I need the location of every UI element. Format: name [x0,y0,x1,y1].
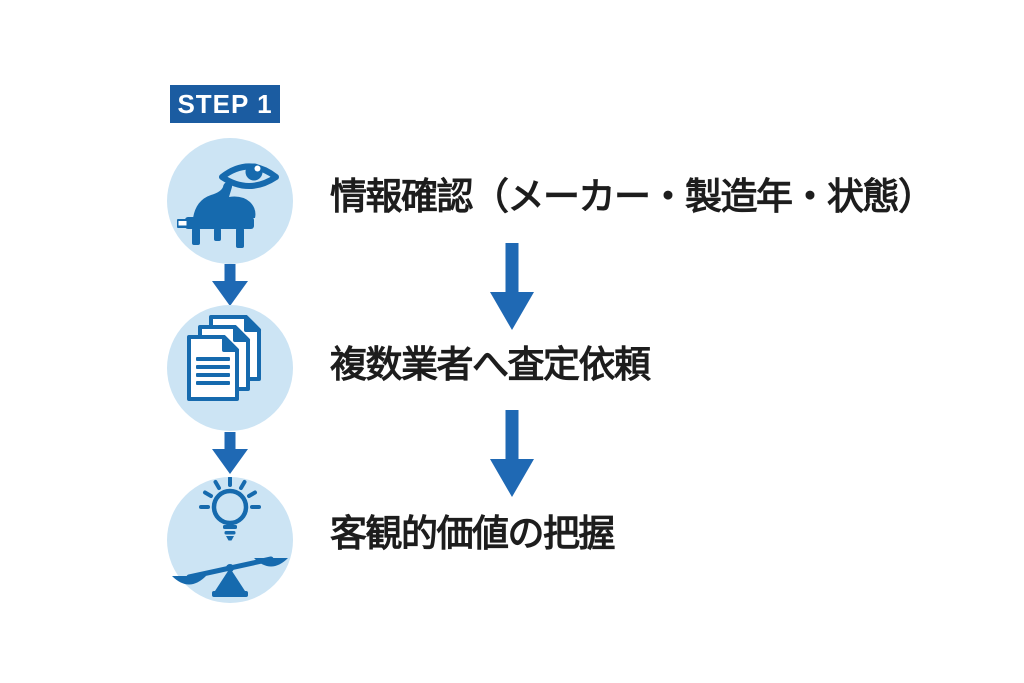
step-label-1: 情報確認（メーカー・製造年・状態） [330,176,935,217]
lightbulb-scale-icon [172,477,288,597]
down-arrow-small-icon-2 [212,432,248,474]
grand-piano-eye-icon [177,163,279,248]
step-icon-circle-1 [167,138,293,264]
step-badge: STEP 1 [170,85,280,123]
down-arrow-large-icon-2 [490,410,534,497]
down-arrow-small-icon-1 [212,264,248,306]
down-arrow-large-icon-1 [490,243,534,330]
step-label-2: 複数業者へ査定依頼 [330,344,651,385]
step-badge-label: STEP 1 [177,88,273,119]
step-icon-circle-2 [167,305,293,431]
documents-stack-icon [187,315,261,401]
step-icon-circle-3 [167,477,293,603]
step-label-3: 客観的価値の把握 [330,513,616,554]
